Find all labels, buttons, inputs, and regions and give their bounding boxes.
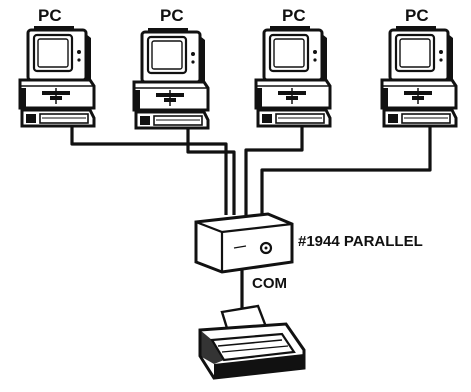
- cable-pc-4: [262, 126, 430, 215]
- pc-1-illustration: [20, 26, 94, 126]
- pc-2-illustration: [134, 28, 208, 128]
- parallel-switch-box: [196, 214, 292, 272]
- pc-4-illustration: [382, 26, 456, 126]
- pc-label-1: PC: [38, 7, 62, 24]
- pc-label-4: PC: [405, 7, 429, 24]
- com-label: COM: [252, 276, 287, 291]
- pc-label-2: PC: [160, 7, 184, 24]
- cable-pc-1: [72, 126, 226, 215]
- pc-label-3: PC: [282, 7, 306, 24]
- switch-label: #1944 PARALLEL: [298, 234, 423, 249]
- printer-illustration: [200, 306, 304, 378]
- pc-3-illustration: [256, 26, 330, 126]
